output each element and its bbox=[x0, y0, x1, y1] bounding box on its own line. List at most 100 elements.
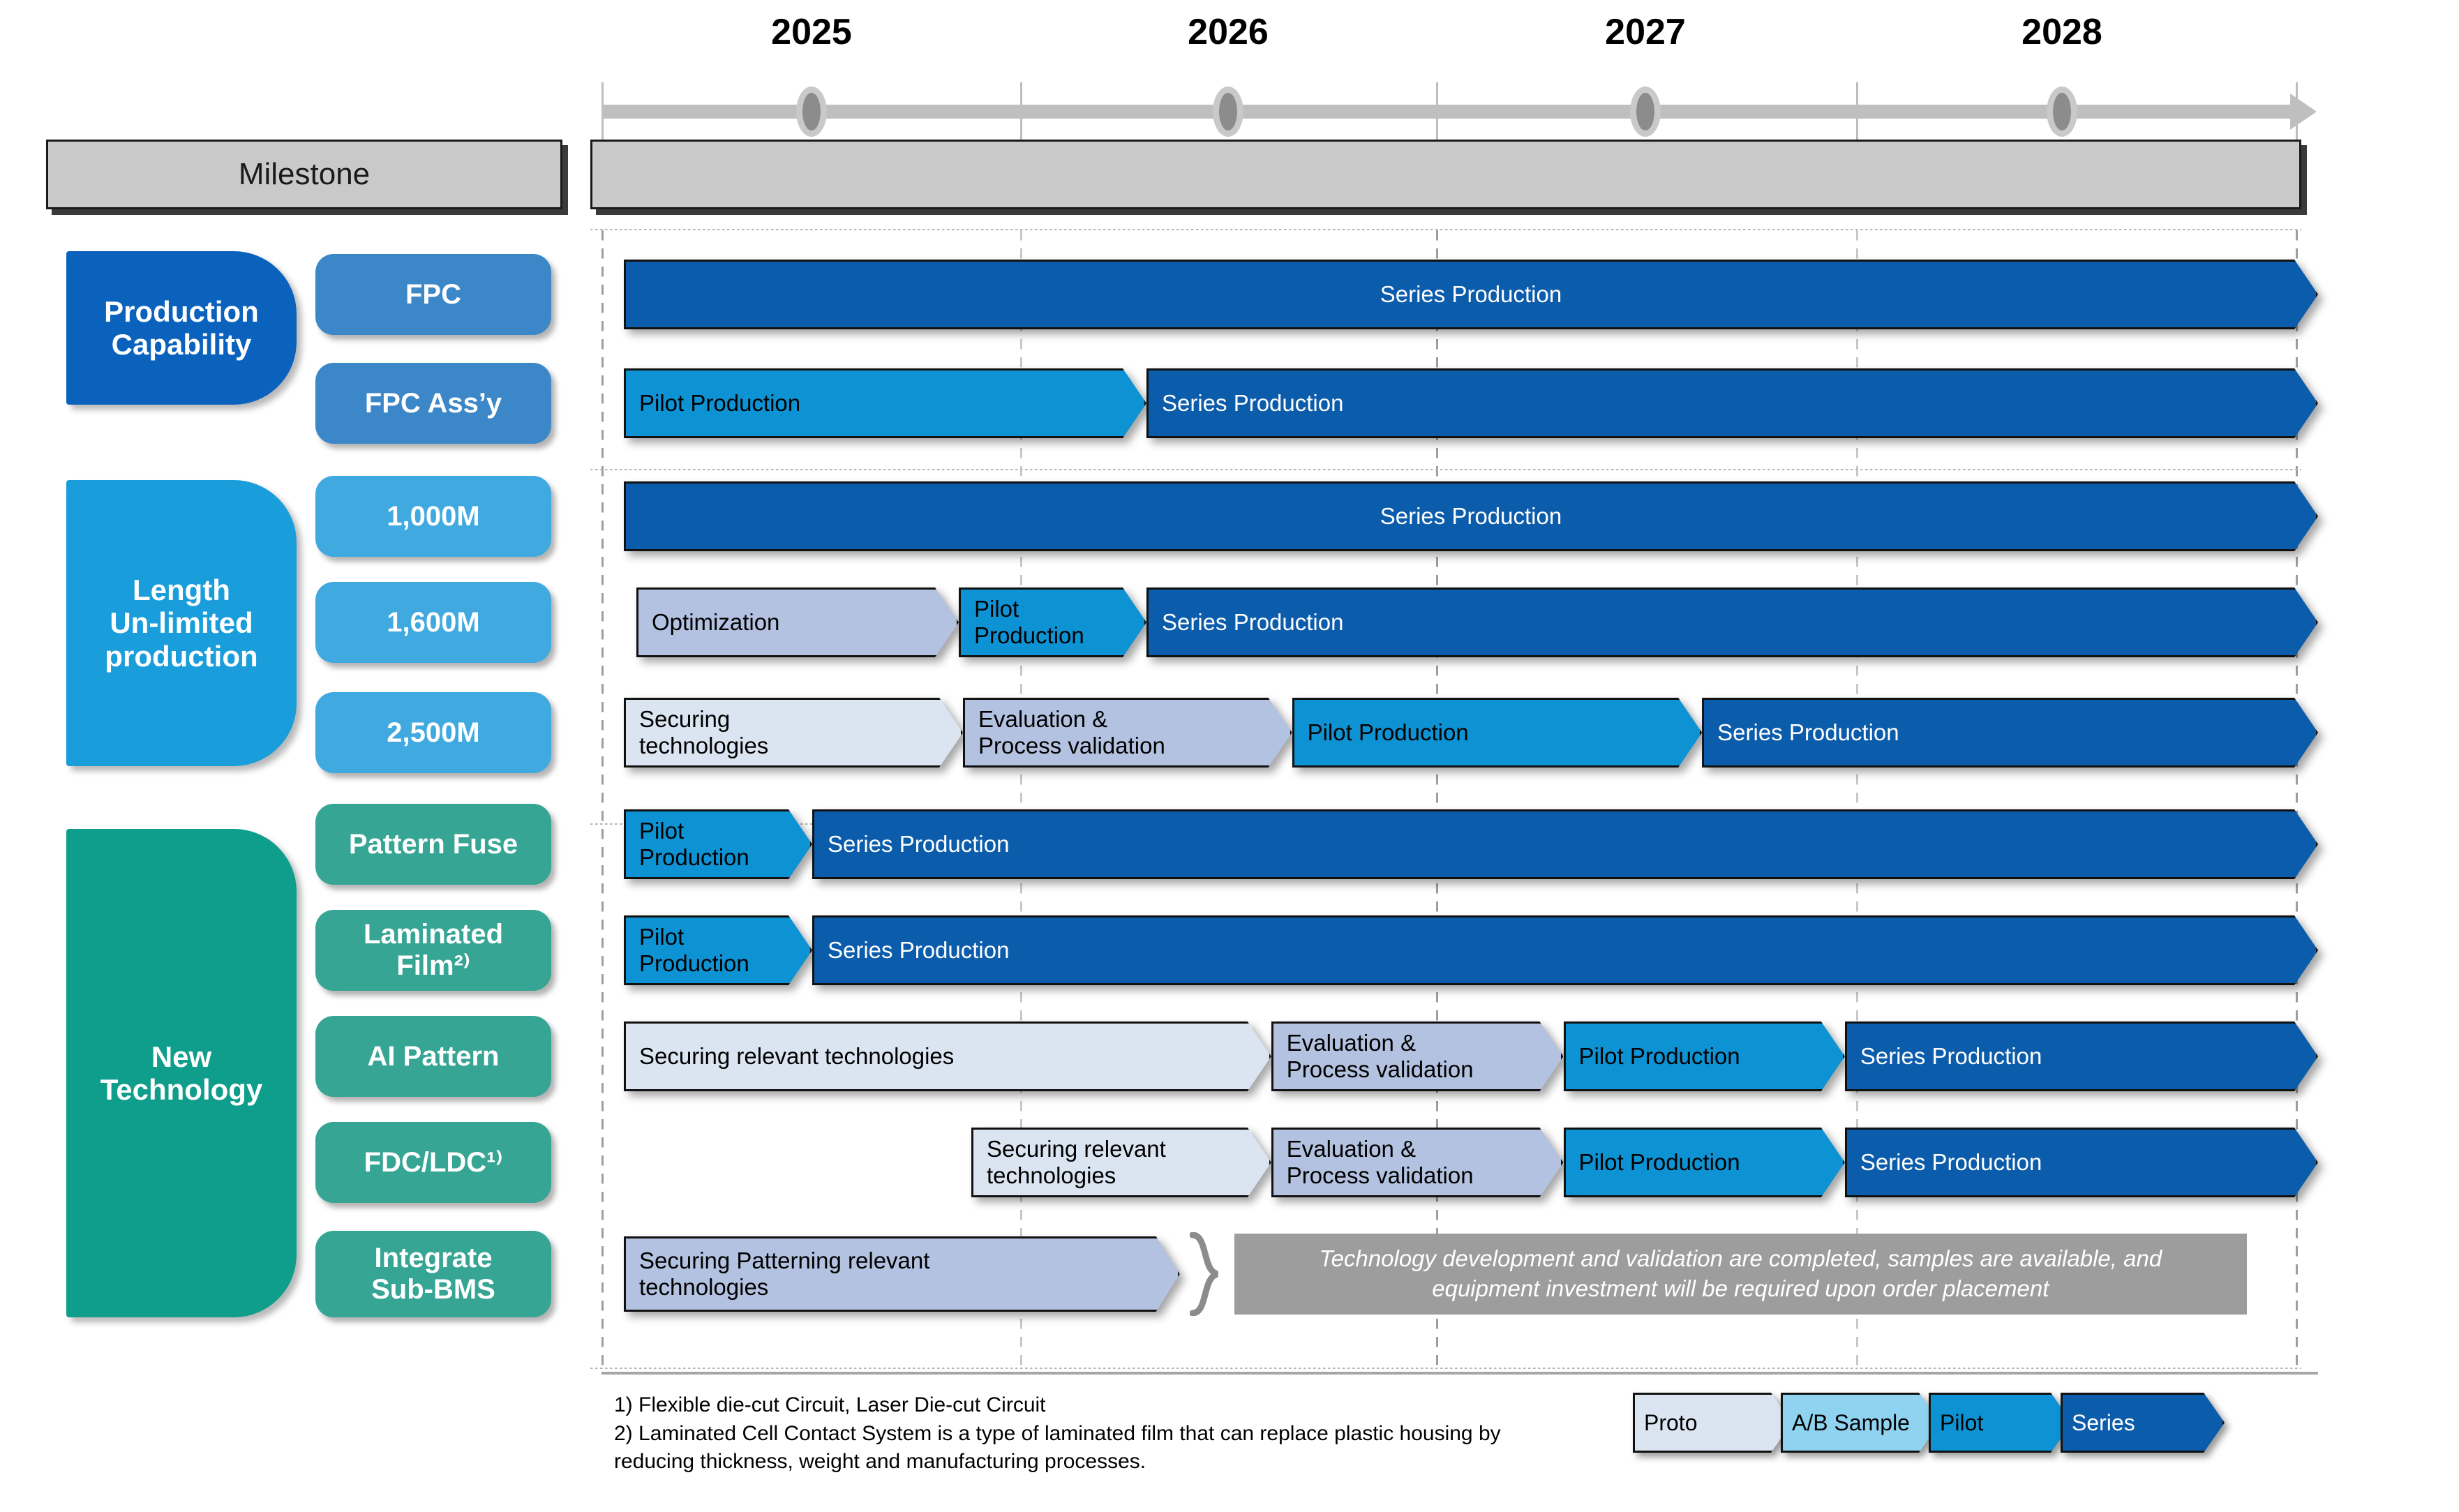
phase-bar-shape bbox=[624, 1236, 1180, 1312]
phase-bar-ab[interactable]: Securing Patterning relevant technologie… bbox=[624, 1236, 1180, 1312]
phase-bar-pilot[interactable]: Pilot Production bbox=[1292, 698, 1703, 768]
row-label-text: AI Pattern bbox=[367, 1040, 500, 1072]
phase-bar-label: Pilot Production bbox=[1578, 1042, 1740, 1069]
legend-item-proto[interactable]: Proto bbox=[1633, 1393, 1792, 1453]
row-label-1-000m[interactable]: 1,000M bbox=[315, 476, 551, 557]
phase-bar-label: Series Production bbox=[1380, 502, 1562, 529]
legend-item-shape bbox=[1781, 1393, 1940, 1453]
phase-bar-series[interactable]: Series Production bbox=[1844, 1021, 2318, 1091]
phase-bar-series[interactable]: Series Production bbox=[624, 260, 2318, 329]
phase-bar-shape bbox=[1271, 1128, 1564, 1197]
phase-bar-series[interactable]: Series Production bbox=[1146, 368, 2318, 438]
category-pill-length-un-limited-production[interactable]: Length Un-limited production bbox=[66, 480, 297, 766]
row-label-text: 2,500M bbox=[387, 717, 480, 748]
phase-bar-shape bbox=[624, 1021, 1271, 1091]
phase-bar-pilot[interactable]: Pilot Production bbox=[624, 915, 812, 985]
row-label-text: 1,000M bbox=[387, 500, 480, 532]
row-label-text: FDC/LDC¹⁾ bbox=[364, 1146, 503, 1178]
phase-bar-label: Securing relevant technologies bbox=[987, 1135, 1166, 1188]
row-label-pattern-fuse[interactable]: Pattern Fuse bbox=[315, 804, 551, 885]
legend-item-series[interactable]: Series bbox=[2061, 1393, 2225, 1453]
phase-bar-pilot[interactable]: Pilot Production bbox=[1563, 1021, 1845, 1091]
phase-bar-series[interactable]: Series Production bbox=[1844, 1128, 2318, 1197]
phase-bar-shape bbox=[971, 1128, 1271, 1197]
phase-bar-ab[interactable]: Evaluation & Process validation bbox=[1271, 1021, 1564, 1091]
phase-bar-label: Evaluation & Process validation bbox=[978, 705, 1165, 758]
category-pill-label: New Technology bbox=[100, 1040, 263, 1106]
phase-bar-series[interactable]: Series Production bbox=[1146, 587, 2318, 657]
phase-bar-shape bbox=[624, 481, 2318, 551]
phase-bar-label: Pilot Production bbox=[639, 817, 749, 870]
phase-bar-ab[interactable]: Evaluation & Process validation bbox=[963, 698, 1292, 768]
brace-icon bbox=[1189, 1232, 1220, 1317]
row-label-2-500m[interactable]: 2,500M bbox=[315, 692, 551, 773]
footnotes: 1) Flexible die-cut Circuit, Laser Die-c… bbox=[614, 1393, 1501, 1473]
row-label-1-600m[interactable]: 1,600M bbox=[315, 582, 551, 663]
phase-bar-shape bbox=[1146, 587, 2318, 657]
phase-bar-proto[interactable]: Optimization bbox=[636, 587, 959, 657]
row-label-integrate-sub-bms[interactable]: Integrate Sub-BMS bbox=[315, 1231, 551, 1317]
phase-bar-label: Evaluation & Process validation bbox=[1286, 1135, 1474, 1188]
row-label-fpc-ass-y[interactable]: FPC Ass’y bbox=[315, 363, 551, 444]
phase-bar-shape bbox=[1271, 1021, 1564, 1091]
phase-bar-shape bbox=[624, 915, 812, 985]
phase-bar-shape bbox=[624, 368, 1146, 438]
phase-bar-shape bbox=[1146, 368, 2318, 438]
phase-bar-series[interactable]: Series Production bbox=[624, 481, 2318, 551]
phase-bar-pilot[interactable]: Pilot Production bbox=[624, 368, 1146, 438]
phase-bar-pilot[interactable]: Pilot Production bbox=[624, 809, 812, 879]
phase-bar-shape bbox=[624, 698, 963, 768]
group-separator bbox=[590, 1368, 2301, 1369]
phase-bar-shape bbox=[812, 809, 2318, 879]
row-label-fdc-ldc[interactable]: FDC/LDC¹⁾ bbox=[315, 1122, 551, 1203]
phase-bar-label: Series Production bbox=[1162, 389, 1344, 416]
chart-column-separator bbox=[2296, 230, 2298, 1375]
category-pill-new-technology[interactable]: New Technology bbox=[66, 829, 297, 1317]
phase-bar-label: Series Production bbox=[1717, 719, 1899, 745]
phase-bar-label: Pilot Production bbox=[639, 389, 801, 416]
phase-bar-label: Pilot Production bbox=[1307, 719, 1469, 745]
milestone-track bbox=[590, 140, 2301, 209]
phase-bar-label: Securing technologies bbox=[639, 705, 769, 758]
legend-item-pilot[interactable]: Pilot bbox=[1929, 1393, 2072, 1453]
row-label-fpc[interactable]: FPC bbox=[315, 254, 551, 335]
phase-bar-shape bbox=[1563, 1128, 1845, 1197]
phase-bar-label: Series Production bbox=[828, 830, 1010, 857]
phase-bar-shape bbox=[963, 698, 1292, 768]
chart-column-separator bbox=[601, 230, 604, 1375]
group-separator bbox=[590, 229, 2301, 230]
phase-bar-label: Series Production bbox=[1162, 608, 1344, 635]
phase-bar-pilot[interactable]: Pilot Production bbox=[959, 587, 1146, 657]
phase-bar-proto[interactable]: Securing relevant technologies bbox=[971, 1128, 1271, 1197]
row-label-text: Pattern Fuse bbox=[348, 828, 518, 860]
chart-column-separator bbox=[1020, 230, 1022, 1375]
category-pill-production-capability[interactable]: Production Capability bbox=[66, 251, 297, 405]
phase-bar-shape bbox=[812, 915, 2318, 985]
phase-bar-proto[interactable]: Securing technologies bbox=[624, 698, 963, 768]
timeline-milestone-marker-icon bbox=[796, 87, 827, 137]
row-label-ai-pattern[interactable]: AI Pattern bbox=[315, 1016, 551, 1097]
phase-bar-label: Securing relevant technologies bbox=[639, 1042, 955, 1069]
row-label-laminated-film[interactable]: Laminated Film²⁾ bbox=[315, 910, 551, 991]
phase-bar-series[interactable]: Series Production bbox=[812, 915, 2318, 985]
row-label-text: Integrate Sub-BMS bbox=[371, 1243, 495, 1305]
phase-bar-shape bbox=[636, 587, 959, 657]
phase-bar-label: Pilot Production bbox=[974, 595, 1084, 648]
row-label-text: FPC bbox=[405, 278, 461, 310]
phase-bar-shape bbox=[959, 587, 1146, 657]
phase-bar-proto[interactable]: Securing relevant technologies bbox=[624, 1021, 1271, 1091]
phase-bar-label: Optimization bbox=[652, 608, 780, 635]
phase-bar-series[interactable]: Series Production bbox=[812, 809, 2318, 879]
legend-item-label: Pilot bbox=[1940, 1409, 1984, 1435]
category-pill-label: Production Capability bbox=[104, 294, 259, 361]
legend-item-a-b-sample[interactable]: A/B Sample bbox=[1781, 1393, 1940, 1453]
row-label-text: FPC Ass’y bbox=[364, 387, 502, 419]
phase-bar-ab[interactable]: Evaluation & Process validation bbox=[1271, 1128, 1564, 1197]
timeline-axis bbox=[601, 105, 2290, 119]
phase-bar-series[interactable]: Series Production bbox=[1702, 698, 2318, 768]
timeline-year-label: 2025 bbox=[771, 12, 852, 52]
chart-column-separator bbox=[1856, 230, 1858, 1375]
timeline-milestone-marker-icon bbox=[1213, 87, 1243, 137]
phase-bar-pilot[interactable]: Pilot Production bbox=[1563, 1128, 1845, 1197]
